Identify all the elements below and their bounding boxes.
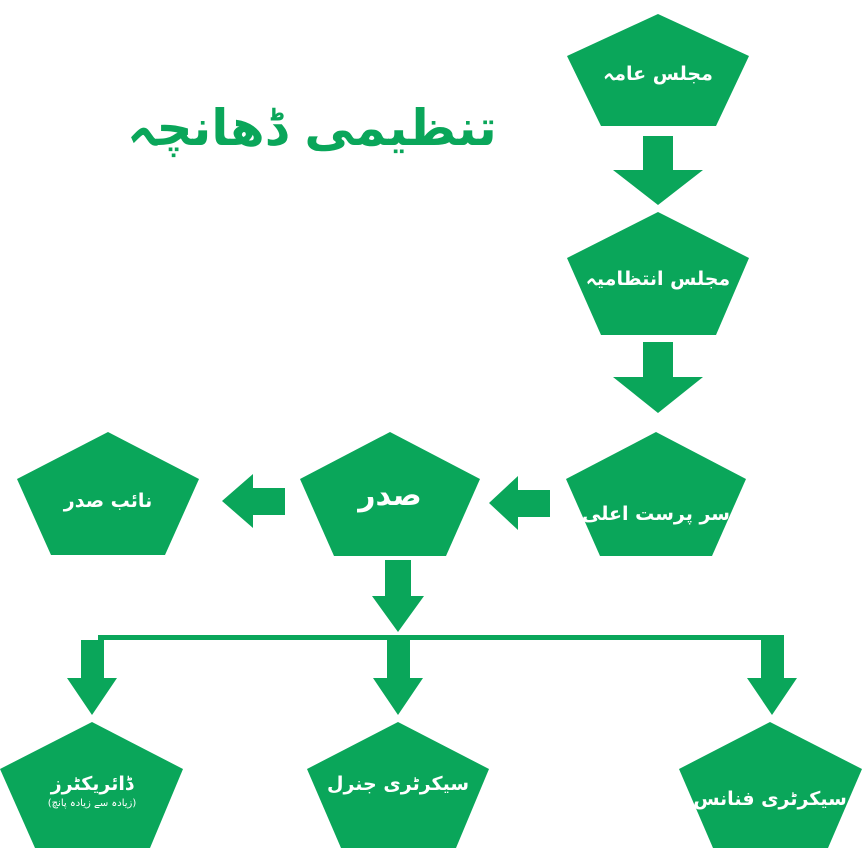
node-majlis-aama: مجلس عامہ [567,14,749,126]
arrow-left-icon [489,476,550,530]
node-naib-sadr: نائب صدر [17,432,199,555]
node-note: (زیادہ سے زیادہ پانچ) [48,798,137,809]
node-label: مجلس انتظامیہ [586,268,730,290]
node-majlis-intizamia: مجلس انتظامیہ [567,212,749,335]
arrow-left-icon [222,474,285,528]
node-label: صدر [356,478,422,513]
node-label: مجلس عامہ [603,63,713,85]
arrow-down-icon [372,560,424,632]
arrow-down-icon [747,640,797,715]
chart-title: تنظیمی ڈھانچہ [127,99,497,157]
node-secretary-general: سیکرٹری جنرل [307,722,489,848]
node-label: سر پرست اعلی [582,503,730,525]
arrow-down-icon [613,136,703,205]
node-sarparast-aala: سر پرست اعلی [566,432,746,556]
node-secretary-finance: سیکرٹری فنانس [679,722,862,848]
arrow-down-icon [67,640,117,715]
node-label: سیکرٹری فنانس [693,788,847,810]
arrow-down-icon [613,342,703,413]
arrow-down-icon [373,640,423,715]
connector-line [98,635,784,640]
node-label: نائب صدر [63,490,152,512]
node-label: سیکرٹری جنرل [327,773,469,795]
node-label: ڈائریکٹرز [50,773,135,795]
node-directors: ڈائریکٹرز (زیادہ سے زیادہ پانچ) [0,722,183,848]
node-sadr: صدر [300,432,480,556]
